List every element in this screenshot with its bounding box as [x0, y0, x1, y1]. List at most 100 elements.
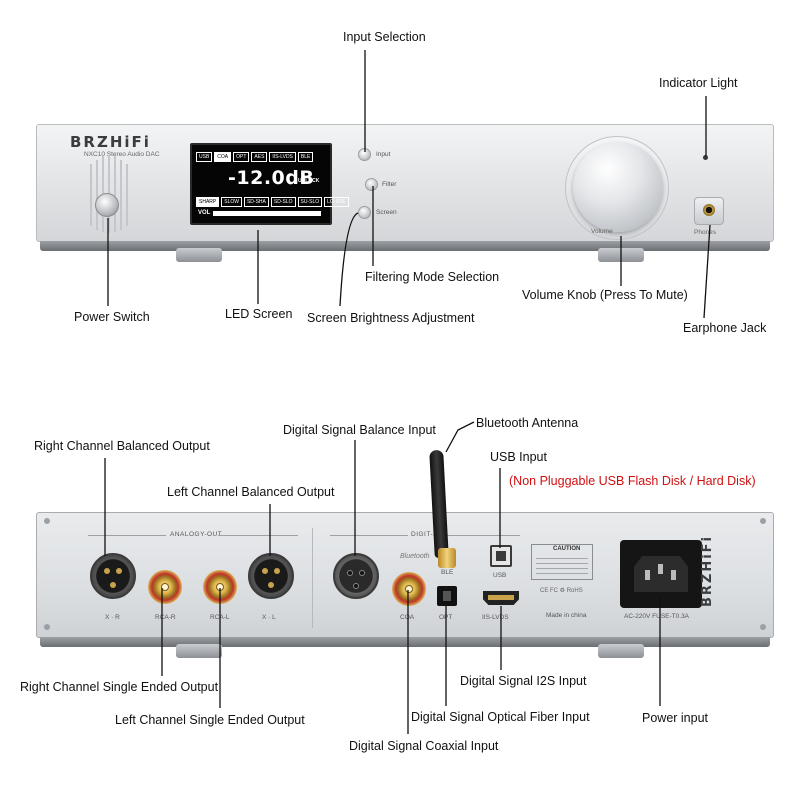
section-divider [312, 528, 313, 628]
display-input-tabs: USB COA OPT AES IIS-LVDS BLE [196, 152, 314, 162]
display-filter-tabs: SHARP SLOW SD-SHA SD-SLO SU-SLO LO-SDE [196, 197, 349, 207]
rca-left-label: RCA-L [210, 614, 230, 621]
section-line [88, 535, 166, 536]
power-prong [645, 570, 650, 580]
rca-left-pin [216, 583, 224, 591]
xlr-right-label: X · R [105, 614, 120, 621]
label-usb-input: USB Input [490, 450, 547, 464]
xlr-pin [274, 568, 280, 574]
display-filter-tab: SU-SLO [297, 197, 323, 207]
front-grille-line [120, 160, 122, 230]
display-input-tab: USB [196, 152, 213, 162]
front-brand-logo: BRZHiFi [70, 133, 151, 151]
label-right-balanced: Right Channel Balanced Output [34, 439, 210, 453]
made-in-label: Made in china [546, 612, 587, 619]
label-optical: Digital Signal Optical Fiber Input [411, 710, 590, 724]
xlr-socket-hole [353, 583, 359, 589]
front-foot-right [598, 248, 644, 262]
power-input-socket[interactable] [634, 556, 688, 592]
screen-button-label: Screen [376, 209, 397, 216]
caution-text-line [536, 568, 588, 569]
caution-title: CAUTION [553, 546, 581, 552]
usb-port-core [496, 551, 506, 561]
front-grille-line [96, 160, 98, 230]
coaxial-pin [405, 585, 413, 593]
caution-text-line [536, 573, 588, 574]
label-digital-balance: Digital Signal Balance Input [283, 423, 436, 437]
label-right-single: Right Channel Single Ended Output [20, 680, 219, 694]
bluetooth-antenna-base [438, 548, 456, 568]
rear-foot-right [598, 644, 644, 658]
rear-screw [44, 518, 50, 524]
caution-label [531, 544, 593, 580]
front-foot-left [176, 248, 222, 262]
display-input-tab: BLE [297, 152, 314, 162]
input-button-label: Input [376, 151, 391, 158]
rca-right-pin [161, 583, 169, 591]
input-button[interactable] [358, 148, 371, 161]
certification-marks: CE FC ♻ RoHS [540, 588, 583, 594]
xlr-pin [268, 582, 274, 588]
label-power-input: Power input [642, 711, 709, 725]
indicator-light [703, 155, 708, 160]
display-level: -12.0dB [228, 167, 315, 189]
xlr-right-output[interactable] [90, 553, 136, 599]
label-input-selection: Input Selection [343, 30, 426, 44]
rear-panel-base [40, 637, 770, 647]
label-i2s: Digital Signal I2S Input [460, 674, 587, 688]
rear-screw [760, 624, 766, 630]
ac-rating-label: AC-220V FUSE-T0.3A [624, 613, 690, 620]
label-filtering-mode: Filtering Mode Selection [365, 270, 500, 284]
display-filter-tab: LO-SDE [324, 197, 349, 207]
display-vol-label: VOL [198, 210, 211, 216]
xlr-digital-balance-input[interactable] [333, 553, 379, 599]
label-screen-brightness: Screen Brightness Adjustment [307, 311, 475, 325]
label-bluetooth-antenna: Bluetooth Antenna [476, 416, 579, 430]
analog-out-title: ANALOGY-OUT [170, 531, 223, 538]
front-grille-line [114, 156, 116, 232]
display-status: UNLOCK [298, 178, 320, 184]
display-volume-bar [213, 211, 321, 216]
screen-button[interactable] [358, 206, 371, 219]
power-prong [658, 564, 663, 574]
display-filter-tab-active: SHARP [196, 197, 220, 207]
xlr-socket-hole [359, 570, 365, 576]
rear-screw [760, 518, 766, 524]
coaxial-label: COA [400, 614, 415, 621]
display-filter-tab: SLOW [221, 197, 242, 207]
label-coaxial: Digital Signal Coaxial Input [349, 739, 499, 753]
section-line [330, 535, 408, 536]
xlr-left-label: X · L [262, 614, 276, 621]
filter-button[interactable] [365, 178, 378, 191]
caution-text-line [536, 558, 588, 559]
display-input-tab-active: COA [214, 152, 232, 162]
section-line [218, 535, 298, 536]
xlr-left-output[interactable] [248, 553, 294, 599]
xlr-pin [262, 568, 268, 574]
volume-label: Volume [591, 228, 613, 235]
optical-port-shutter [443, 591, 451, 601]
volume-knob[interactable] [573, 142, 663, 232]
label-led-screen: LED Screen [225, 307, 293, 321]
digit-in-title: DIGIT-IN [411, 531, 441, 538]
section-line [446, 535, 520, 536]
leader-bluetooth-antenna [445, 421, 475, 453]
label-earphone-jack: Earphone Jack [683, 321, 767, 335]
usb-label: USB [493, 572, 507, 579]
rca-right-label: RCA-R [155, 614, 176, 621]
label-usb-note: (Non Pluggable USB Flash Disk / Hard Dis… [509, 474, 756, 488]
label-left-single: Left Channel Single Ended Output [115, 713, 305, 727]
rear-foot-left [176, 644, 222, 658]
display-input-tab: IIS-LVDS [269, 152, 296, 162]
power-prong [671, 570, 676, 580]
xlr-pin [116, 568, 122, 574]
front-grille-line [90, 164, 92, 226]
i2s-label: IIS-LVDS [482, 614, 509, 621]
power-switch-button[interactable] [95, 193, 119, 217]
filter-button-label: Filter [382, 181, 397, 188]
earphone-jack[interactable] [703, 204, 715, 216]
i2s-port-core [488, 595, 514, 600]
bluetooth-label: Bluetooth [400, 553, 430, 560]
optical-label: OPT [439, 614, 453, 621]
phones-label: Phones [694, 229, 717, 236]
